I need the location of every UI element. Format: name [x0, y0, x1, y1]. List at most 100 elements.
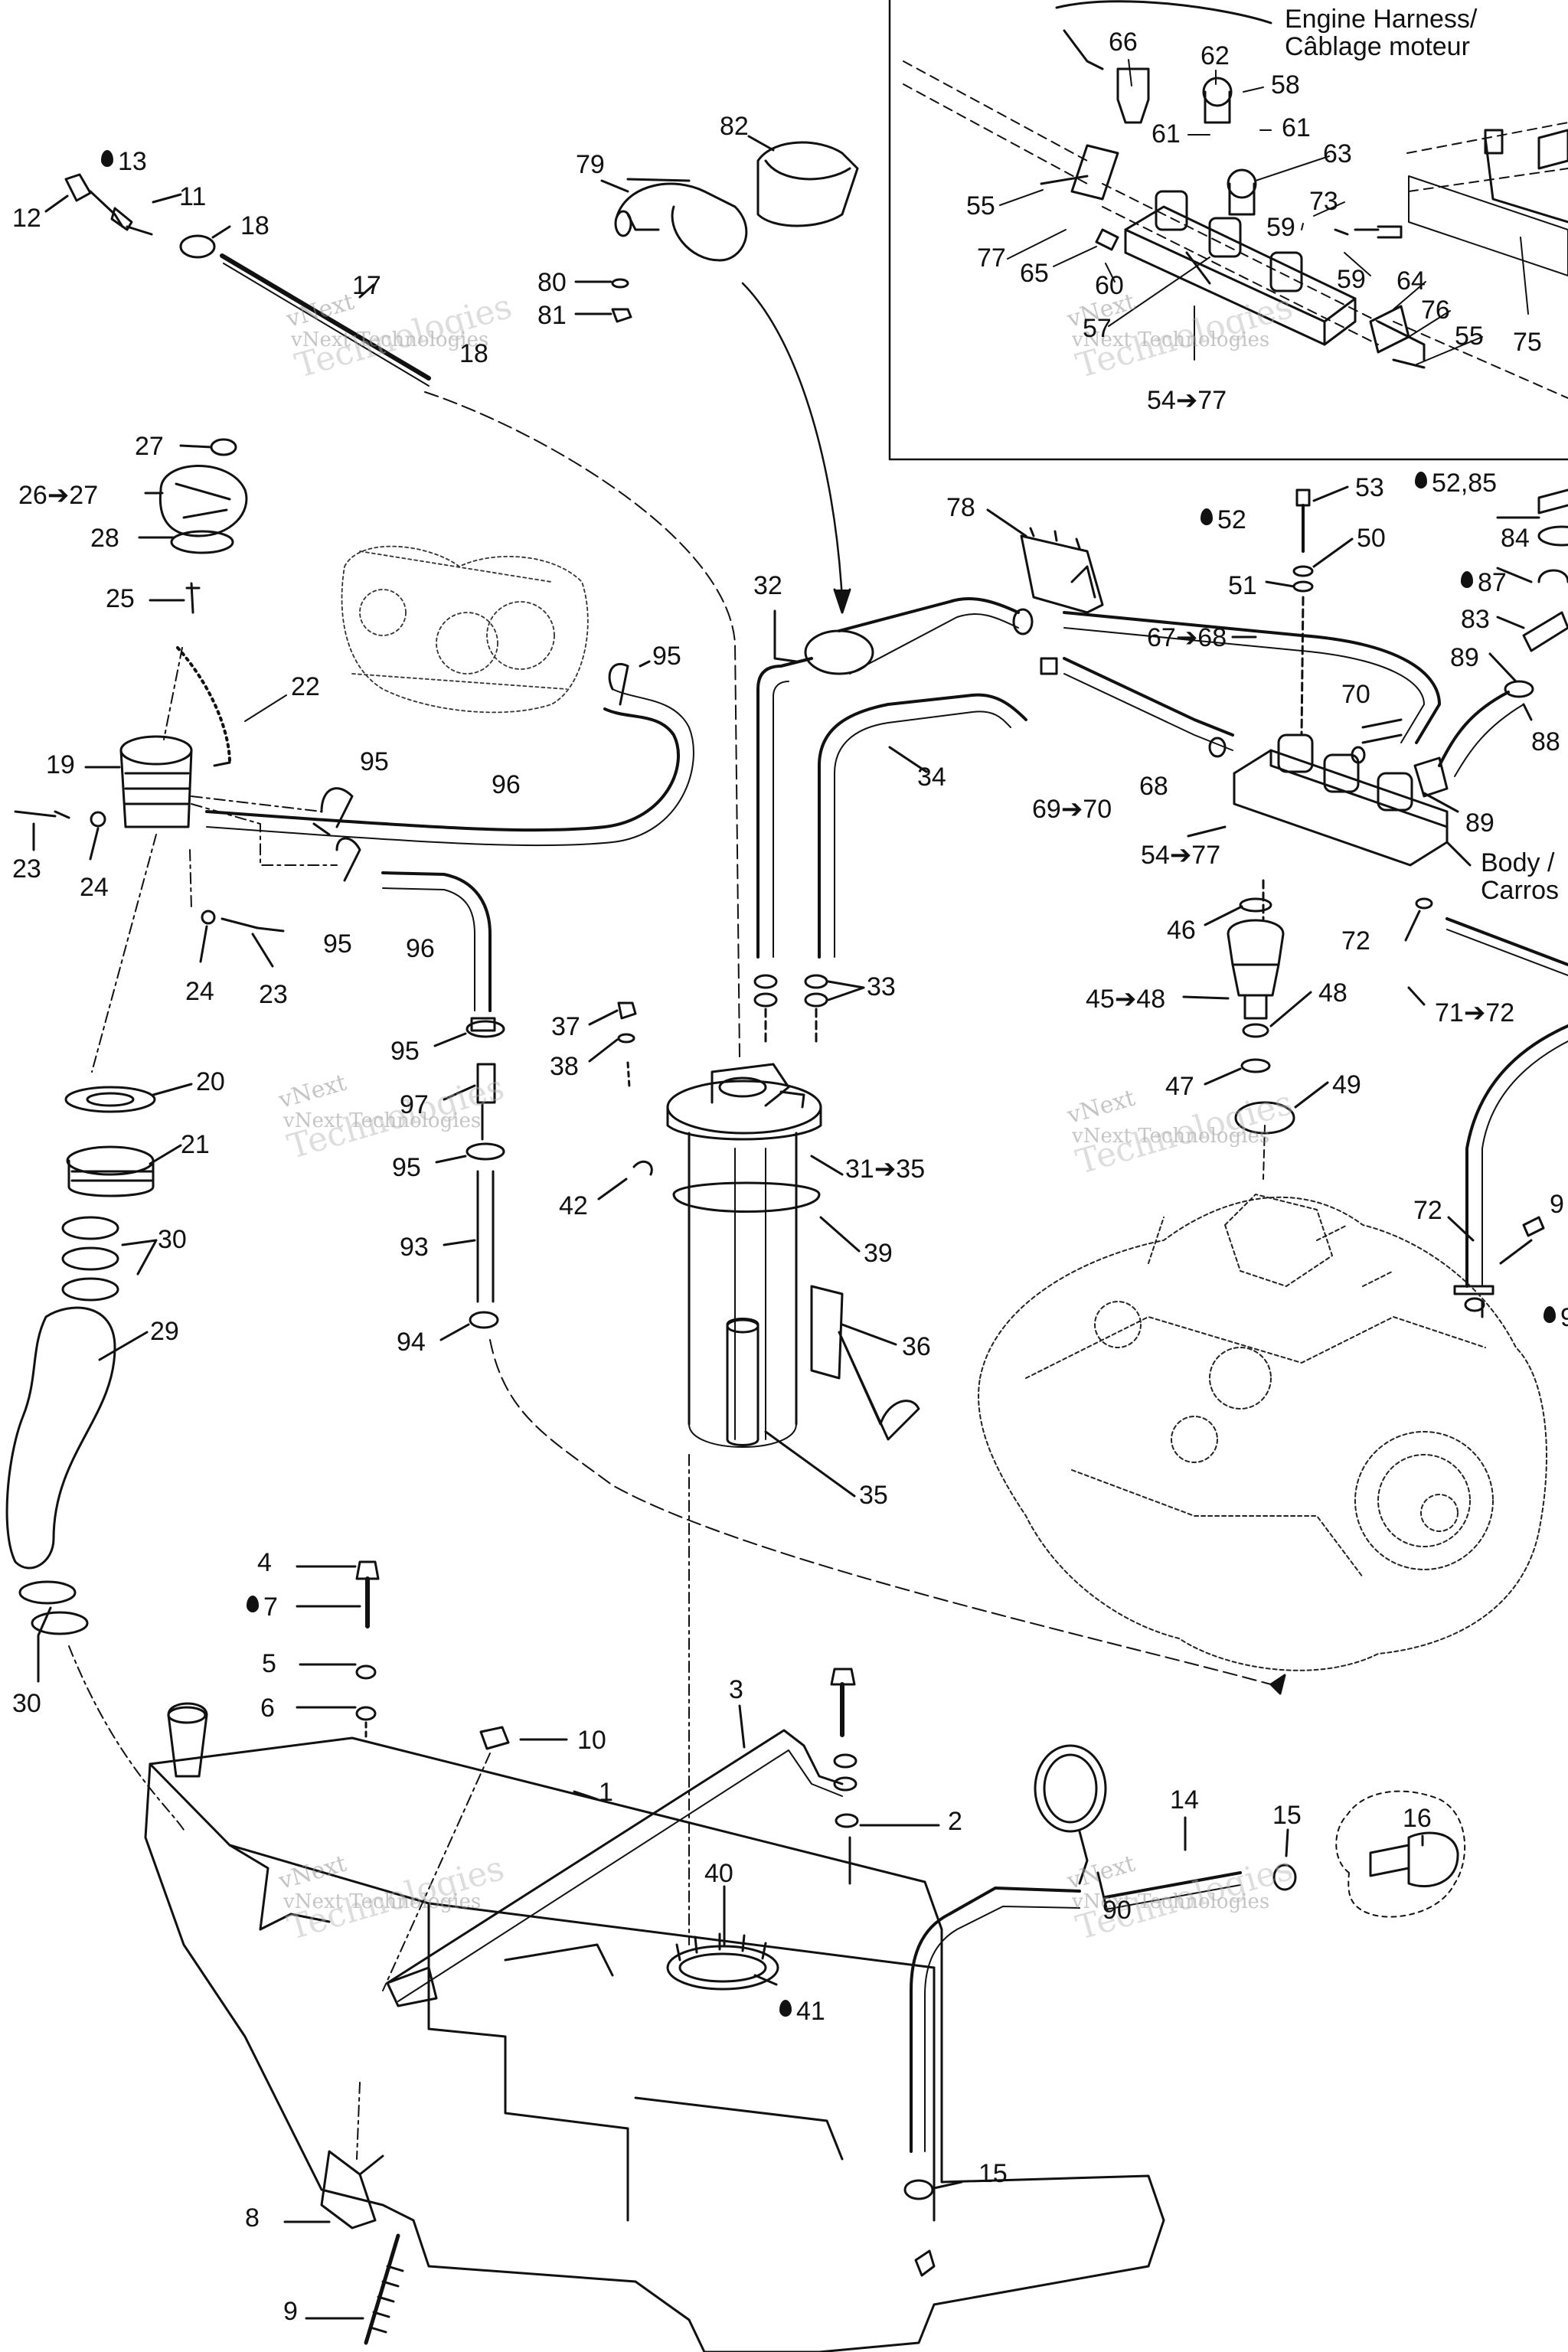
inset-fuel-rail — [1070, 144, 1410, 354]
callout-c95a: 95 — [652, 642, 681, 671]
callout-c76: 76 — [1421, 296, 1450, 325]
callout-c47: 47 — [1165, 1072, 1194, 1101]
engine-sketch-top — [341, 545, 589, 714]
oil-drop-icon: ▴ — [1415, 472, 1427, 488]
callout-c65: 65 — [1020, 259, 1049, 288]
engine-sketch — [978, 1194, 1547, 1671]
fuel-rail-right — [1040, 657, 1472, 920]
callout-c62: 62 — [1200, 41, 1230, 70]
callout-c89a: 89 — [1450, 643, 1479, 672]
fuel-cap — [138, 438, 248, 614]
fuel-fitting-top-left — [44, 173, 431, 387]
callout-c30b: 30 — [12, 1689, 41, 1718]
callout-c52: ▴52 — [1200, 507, 1246, 533]
callout-c68: 68 — [1139, 772, 1168, 801]
oil-drop-icon: ▴ — [247, 1596, 259, 1612]
callout-c83: 83 — [1461, 605, 1490, 634]
callout-c18a: 18 — [240, 211, 270, 240]
callout-c49: 49 — [1332, 1070, 1361, 1099]
callout-c34: 34 — [917, 763, 946, 792]
callout-c17: 17 — [352, 271, 381, 300]
callout-c78: 78 — [946, 493, 975, 522]
callout-c95b: 95 — [360, 747, 389, 776]
callout-c41: ▴41 — [779, 1998, 825, 2024]
callout-c67: 67➔68 — [1147, 623, 1227, 652]
callout-c38: 38 — [550, 1052, 579, 1081]
fuel-tank — [144, 1702, 1165, 2352]
callout-c79: 79 — [576, 150, 605, 179]
callout-c61a: 61 — [1152, 119, 1181, 149]
route-line-a — [424, 391, 740, 1057]
pump-ring — [666, 1454, 779, 1991]
engine-harness-note: Engine Harness/ Câblage moteur — [1285, 5, 1478, 61]
callout-c15a: 15 — [1272, 1801, 1302, 1830]
bolts-23-24 — [14, 810, 285, 968]
callout-c88: 88 — [1531, 727, 1560, 756]
callout-c63: 63 — [1323, 139, 1352, 168]
callout-c36: 36 — [902, 1332, 931, 1361]
callout-c40: 40 — [704, 1859, 733, 1888]
vent-hoses — [205, 660, 694, 1032]
oil-drop-icon: ▴ — [101, 150, 113, 167]
callout-c24a: 24 — [80, 873, 109, 902]
fuel-pump — [666, 1063, 920, 1498]
callout-c64: 64 — [1396, 266, 1426, 296]
callout-c3: 3 — [729, 1675, 743, 1704]
inset-frame — [888, 0, 1568, 461]
callout-c18b: 18 — [459, 339, 488, 368]
callout-c66: 66 — [1109, 28, 1138, 57]
callout-c80: 80 — [537, 268, 567, 297]
callout-c96b: 96 — [406, 934, 435, 963]
callout-c23a: 23 — [12, 854, 41, 884]
body-note: Body / Carros — [1481, 848, 1560, 905]
callout-c81: 81 — [537, 301, 567, 330]
callout-c95d: 95 — [390, 1037, 420, 1066]
callout-c97: 97 — [400, 1090, 429, 1119]
callout-c94: 94 — [397, 1328, 426, 1357]
callout-c95c: 95 — [323, 929, 352, 959]
callout-c42: 42 — [559, 1191, 588, 1220]
fuel-injector — [1182, 897, 1329, 1135]
fuel-line-71 — [1404, 897, 1568, 1318]
callout-c23b: 23 — [259, 980, 288, 1009]
return-line — [903, 1744, 1466, 2277]
cap-chain — [176, 646, 231, 764]
route-line-c — [1263, 1125, 1266, 1180]
callout-c51: 51 — [1228, 571, 1257, 600]
route-line-b — [741, 282, 844, 602]
callout-c25: 25 — [106, 584, 135, 613]
oil-drop-icon: ▴ — [1461, 571, 1473, 588]
callout-c46: 46 — [1167, 916, 1196, 945]
bracket-78 — [986, 508, 1104, 614]
oil-drop-icon: ▴ — [779, 2000, 792, 2017]
callout-c32: 32 — [753, 571, 782, 600]
callout-c55b: 55 — [1455, 322, 1484, 351]
callout-c60: 60 — [1095, 271, 1124, 300]
callout-c29: 29 — [150, 1317, 179, 1346]
callout-c55a: 55 — [966, 191, 995, 220]
o-rings-33 — [753, 974, 865, 1043]
tank-strap — [386, 1704, 844, 2007]
callout-c22: 22 — [291, 672, 320, 701]
callout-c54a: 54➔77 — [1147, 386, 1227, 415]
callout-c5: 5 — [262, 1649, 276, 1678]
callout-c31: 31➔35 — [845, 1155, 926, 1184]
callout-c77: 77 — [977, 243, 1006, 273]
callout-c37: 37 — [551, 1012, 580, 1041]
callout-c6: 6 — [260, 1694, 275, 1723]
vent-line-93 — [433, 1020, 1286, 1695]
bracket-8-screw-9 — [283, 2082, 404, 2345]
callout-c84: 84 — [1501, 524, 1530, 553]
callout-c54b: 54➔77 — [1141, 841, 1221, 870]
callout-c72b: 72 — [1413, 1196, 1442, 1225]
oil-drop-icon: ▴ — [1200, 508, 1213, 525]
callout-c20: 20 — [196, 1067, 225, 1096]
callout-c33: 33 — [867, 972, 896, 1001]
callout-c69: 69➔70 — [1032, 795, 1112, 824]
callout-c8: 8 — [245, 2203, 260, 2233]
callout-c96a: 96 — [492, 770, 521, 799]
callout-c70: 70 — [1341, 680, 1370, 709]
callout-c27a: 27 — [135, 432, 164, 461]
